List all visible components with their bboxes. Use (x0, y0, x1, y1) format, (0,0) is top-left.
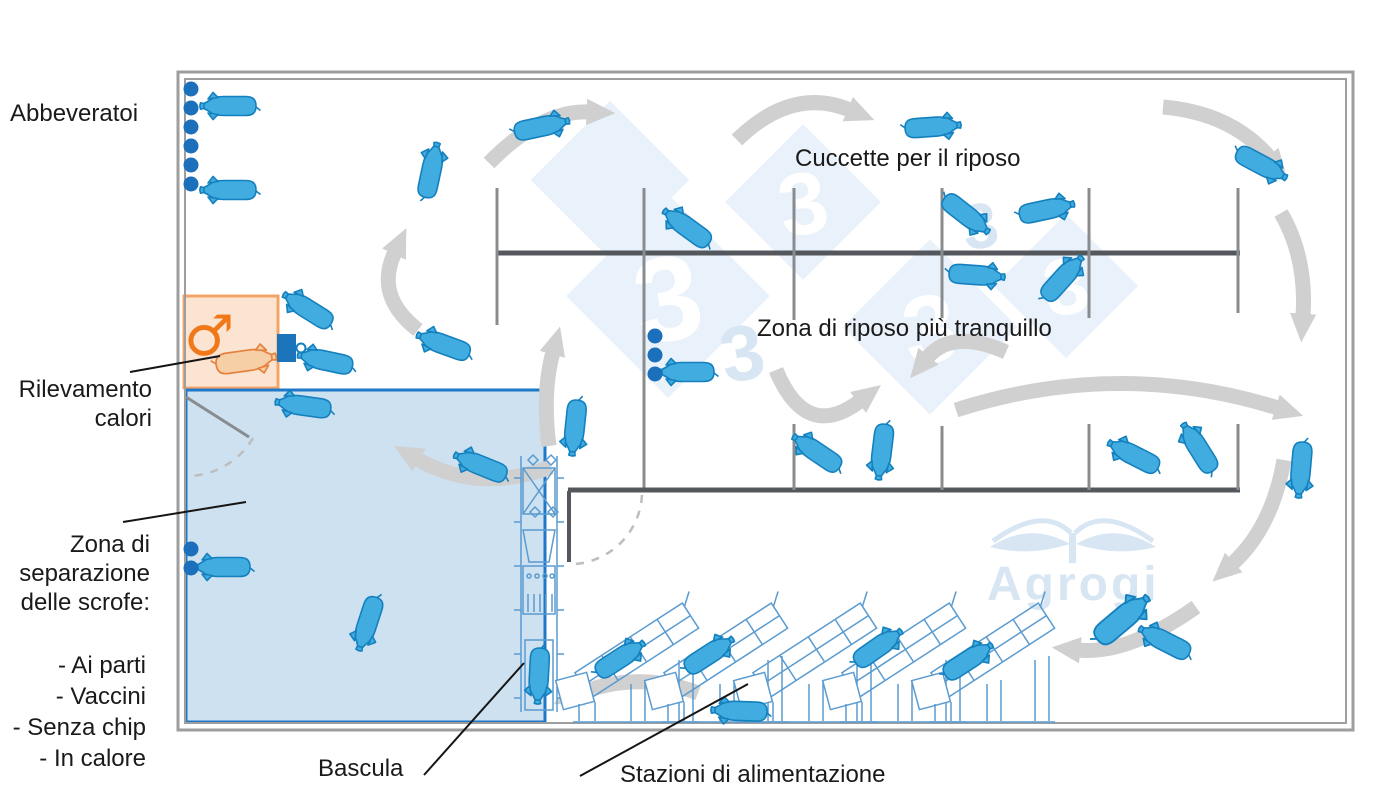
flow-arrow (953, 376, 1304, 420)
pig-icon (293, 340, 361, 382)
flow-arrow (910, 333, 1010, 379)
gate-latch (295, 342, 307, 354)
male-symbol-icon: ♂ (184, 304, 234, 369)
flow-arrow (1212, 458, 1292, 582)
drinker-dot (647, 328, 663, 344)
label-separation-line1: Zona di (69, 531, 150, 558)
label-separation-line3: delle scrofe: (20, 588, 150, 616)
brand-logo-icon (990, 533, 1070, 552)
drinkers-center (647, 328, 663, 382)
flow-arrow (769, 367, 882, 424)
label-heat-detection-line1: Rilevamento (18, 376, 152, 403)
drinker-dot (183, 119, 199, 135)
feeding-station (821, 590, 977, 723)
drinker-dot (183, 157, 199, 173)
flow-arrow (538, 326, 566, 447)
pig-icon (199, 175, 262, 205)
brand-logo-icon (1076, 533, 1156, 552)
separation-list: - Ai parti - Vaccini - Senza chip - In c… (0, 650, 146, 774)
flow-arrow (1274, 209, 1317, 343)
drinkers-top-left (183, 81, 199, 192)
list-item-no-chip: - Senza chip (12, 714, 146, 741)
flow-arrow (394, 445, 554, 487)
leader-lines (122, 355, 749, 777)
drinker-dot (647, 366, 663, 382)
flow-arrow (1162, 99, 1288, 179)
drinker-dot (647, 347, 663, 363)
separation-zone-door (185, 395, 250, 439)
pig-icon (1101, 429, 1170, 483)
pig-icon (275, 281, 343, 339)
pig-icon (1170, 415, 1228, 483)
label-heat-detection: Rilevamento calori (0, 376, 152, 434)
pig-icon (199, 91, 262, 121)
label-drinkers: Abbeveratoi (10, 100, 139, 127)
barn-walls (176, 70, 1355, 732)
drinker-dot (183, 81, 199, 97)
pig-icon (410, 138, 452, 206)
pig-icon (557, 393, 593, 459)
list-item-in-heat: - In calore (39, 745, 146, 772)
sow-separation-zone (184, 388, 547, 724)
label-separation-line2: separazione (19, 559, 150, 587)
pig-icon (898, 110, 963, 144)
drinker-dot (183, 541, 199, 557)
pig-icon (656, 357, 720, 387)
label-heat-detection-line2: calori (94, 404, 152, 432)
drinker-dot (183, 176, 199, 192)
flow-arrow (380, 228, 423, 336)
drinker-dot (183, 560, 199, 576)
label-quiet-zone: Zona di riposo più tranquillo (757, 315, 1052, 342)
label-resting-cubicles: Cuccette per il riposo (795, 145, 1021, 172)
pig-icon (411, 321, 480, 369)
drinkers-separation (183, 541, 199, 576)
drinker-dot (183, 138, 199, 154)
detection-gate (277, 334, 296, 362)
flow-arrow (731, 95, 875, 146)
flow-arrow (1051, 600, 1201, 664)
drinker-dot (183, 100, 199, 116)
label-feeding-stations: Stazioni di alimentazione (620, 761, 886, 788)
label-scale: Bascula (318, 755, 404, 782)
list-item-vaccines: - Vaccini (55, 683, 146, 710)
list-item-farrowing: - Ai parti (57, 652, 146, 679)
pig-icon (864, 417, 900, 483)
label-separation-zone: Zona di separazione delle scrofe: (0, 531, 150, 617)
watermark-tiles: 3 3 3 3 3 3 (530, 100, 1139, 415)
